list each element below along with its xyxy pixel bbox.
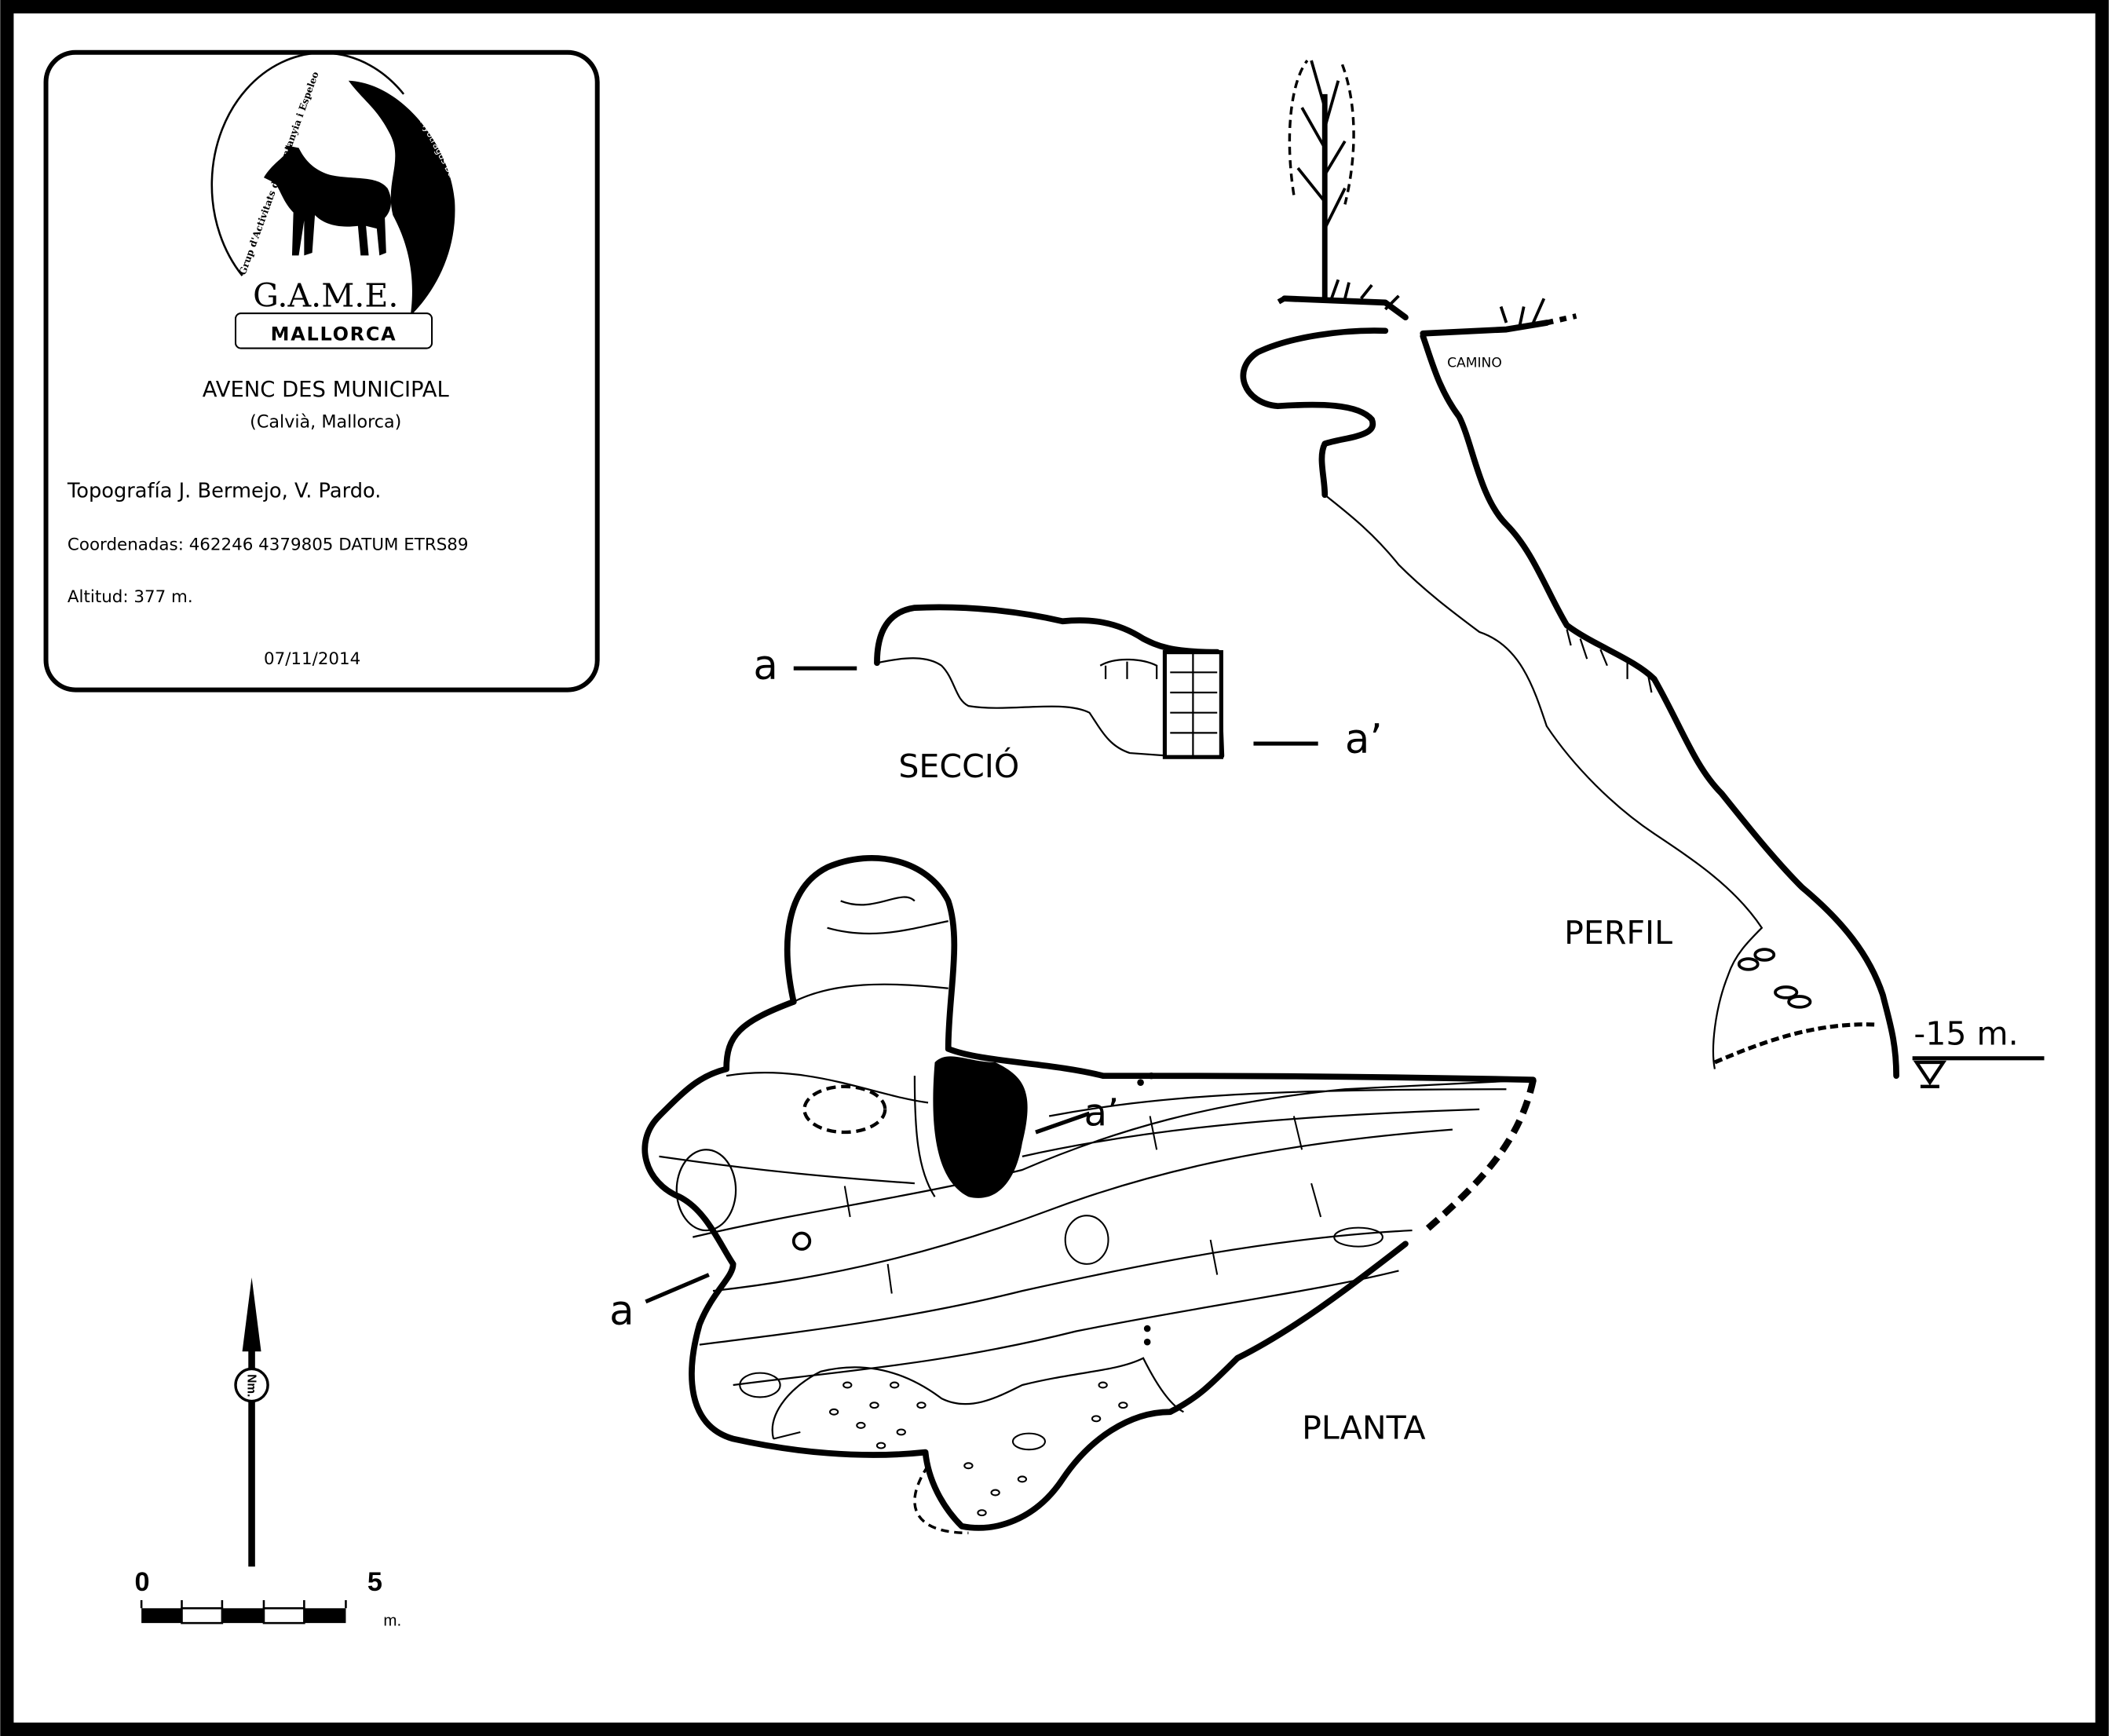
boulders-icon — [1713, 948, 1877, 1065]
north-label: Nm. — [244, 1374, 258, 1397]
cave-location: (Calvià, Mallorca) — [250, 412, 401, 433]
plan-title: PLANTA — [1302, 1409, 1426, 1447]
slope-arrows — [773, 1116, 1322, 1440]
water-level-icon — [1913, 1060, 1947, 1088]
dashed-pit-icon — [802, 1084, 887, 1135]
plan-marker-a: a — [609, 1288, 634, 1335]
north-arrow: Nm. — [234, 1277, 269, 1567]
plan-marker-a-prime: a’ — [1084, 1091, 1120, 1135]
plan-view: a a’ PLANTA — [609, 855, 1537, 1535]
rubble-icon — [739, 1215, 1383, 1517]
altitude: Altitud: 377 m. — [68, 587, 193, 607]
info-box: Myotragus Balearicus Grup d'Activitats d… — [43, 49, 600, 693]
path-label: CAMINO — [1447, 356, 1502, 371]
scale-unit: m. — [383, 1612, 401, 1630]
section-marker-a-prime: a’ — [1345, 716, 1383, 763]
logo-region: MALLORCA — [271, 323, 397, 345]
tree-icon — [1288, 59, 1355, 303]
grass-icon — [1330, 279, 1546, 326]
logo-acronym: G.A.M.E. — [253, 276, 398, 314]
survey-credits: Topografía J. Bermejo, V. Pardo. — [67, 480, 381, 503]
survey-date: 07/11/2014 — [264, 649, 360, 669]
goat-silhouette-icon — [263, 144, 392, 256]
scale-end: 5 — [367, 1567, 382, 1597]
black-pit-icon — [933, 1056, 1028, 1198]
depth-label: -15 m. — [1913, 1015, 2018, 1053]
section-title: SECCIÓ — [898, 747, 1019, 785]
scale-start: 0 — [135, 1567, 150, 1597]
scale-bar: 0 5 m. — [135, 1567, 402, 1630]
cave-name: AVENC DES MUNICIPAL — [203, 378, 450, 402]
profile-view: CAMINO PERFIL -15 m. — [1240, 59, 2045, 1088]
section-marker-a: a — [753, 642, 777, 689]
arrow-head-icon — [242, 1277, 261, 1352]
coordinates: Coordenadas: 462246 4379805 DATUM ETRS89 — [68, 535, 469, 554]
profile-title: PERFIL — [1564, 914, 1672, 952]
section-view: a a’ SECCIÓ — [753, 604, 1383, 785]
